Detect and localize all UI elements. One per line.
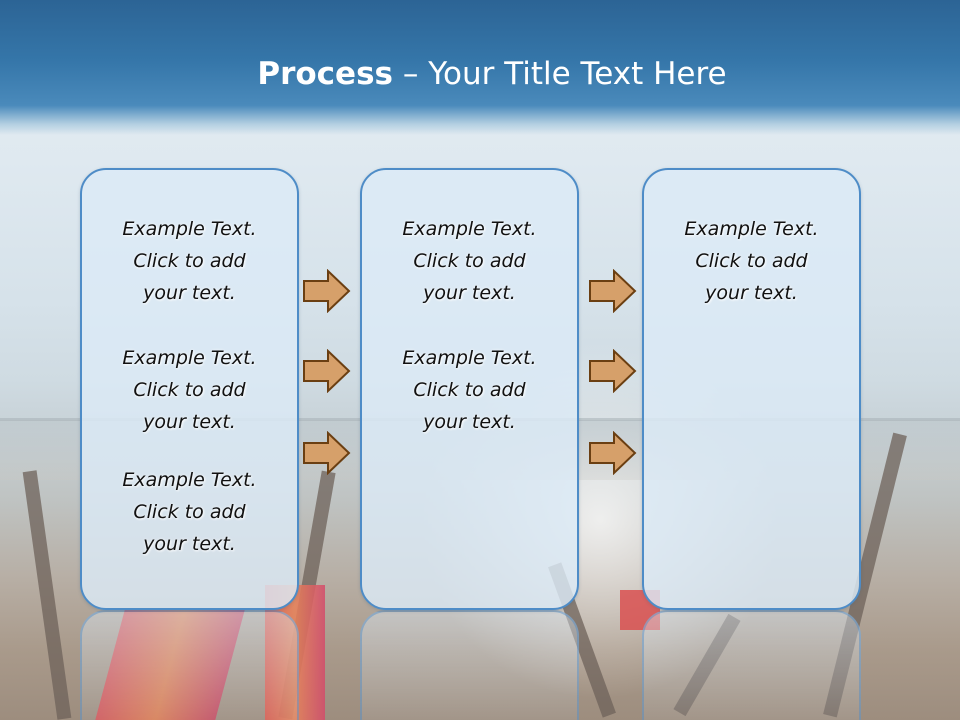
slide-title[interactable]: Process – Your Title Text Here [0,52,960,96]
text-line: Click to add [413,379,526,401]
text-block[interactable]: Example Text. Click to add your text. [644,213,859,309]
text-line: Example Text. [122,469,257,491]
text-line: Example Text. [402,347,537,369]
text-line: your text. [143,282,236,304]
process-box-2[interactable]: Example Text. Click to add your text. Ex… [360,168,579,610]
right-arrow-icon[interactable] [588,349,638,393]
right-arrow-icon[interactable] [588,431,638,475]
box-reflection-2 [360,610,579,720]
text-line: your text. [143,533,236,555]
text-line: Example Text. [402,218,537,240]
text-line: your text. [143,411,236,433]
text-block[interactable]: Example Text. Click to add your text. [82,464,297,560]
text-line: your text. [423,282,516,304]
text-block[interactable]: Example Text. Click to add your text. [362,342,577,438]
text-line: your text. [705,282,798,304]
right-arrow-icon[interactable] [302,349,352,393]
right-arrow-icon[interactable] [302,269,352,313]
right-arrow-icon[interactable] [588,269,638,313]
box-reflection-3 [642,610,861,720]
text-block[interactable]: Example Text. Click to add your text. [82,213,297,309]
process-box-1[interactable]: Example Text. Click to add your text. Ex… [80,168,299,610]
text-line: Example Text. [122,218,257,240]
title-rest: – Your Title Text Here [393,56,727,92]
box-reflection-1 [80,610,299,720]
text-line: Click to add [413,250,526,272]
text-line: Example Text. [122,347,257,369]
text-block[interactable]: Example Text. Click to add your text. [82,342,297,438]
text-line: Click to add [133,250,246,272]
process-box-3[interactable]: Example Text. Click to add your text. [642,168,861,610]
text-line: Click to add [133,501,246,523]
text-line: Click to add [695,250,808,272]
title-bold: Process [257,56,393,92]
right-arrow-icon[interactable] [302,431,352,475]
text-block[interactable]: Example Text. Click to add your text. [362,213,577,309]
text-line: Example Text. [684,218,819,240]
header-band [0,0,960,135]
text-line: your text. [423,411,516,433]
text-line: Click to add [133,379,246,401]
